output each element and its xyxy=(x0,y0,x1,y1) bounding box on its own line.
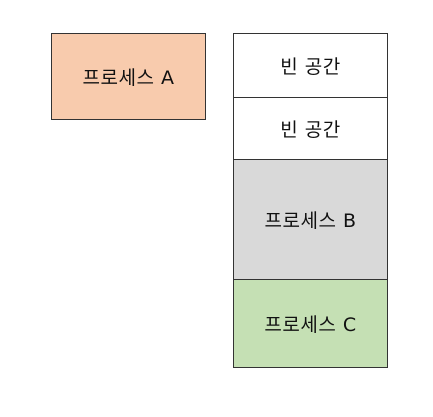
memory-slot-free-2: 빈 공간 xyxy=(234,97,387,159)
memory-stack: 빈 공간 빈 공간 프로세스 B 프로세스 C xyxy=(233,33,388,368)
memory-slot-label: 프로세스 C xyxy=(264,314,357,336)
memory-slot-free-1: 빈 공간 xyxy=(234,34,387,97)
memory-slot-label: 빈 공간 xyxy=(280,56,341,78)
memory-slot-process-b: 프로세스 B xyxy=(234,159,387,279)
memory-slot-process-c: 프로세스 C xyxy=(234,279,387,367)
memory-slot-label: 프로세스 B xyxy=(264,210,357,232)
process-a-block: 프로세스 A xyxy=(51,33,206,120)
memory-slot-label: 빈 공간 xyxy=(280,119,341,141)
process-a-label: 프로세스 A xyxy=(82,67,175,89)
